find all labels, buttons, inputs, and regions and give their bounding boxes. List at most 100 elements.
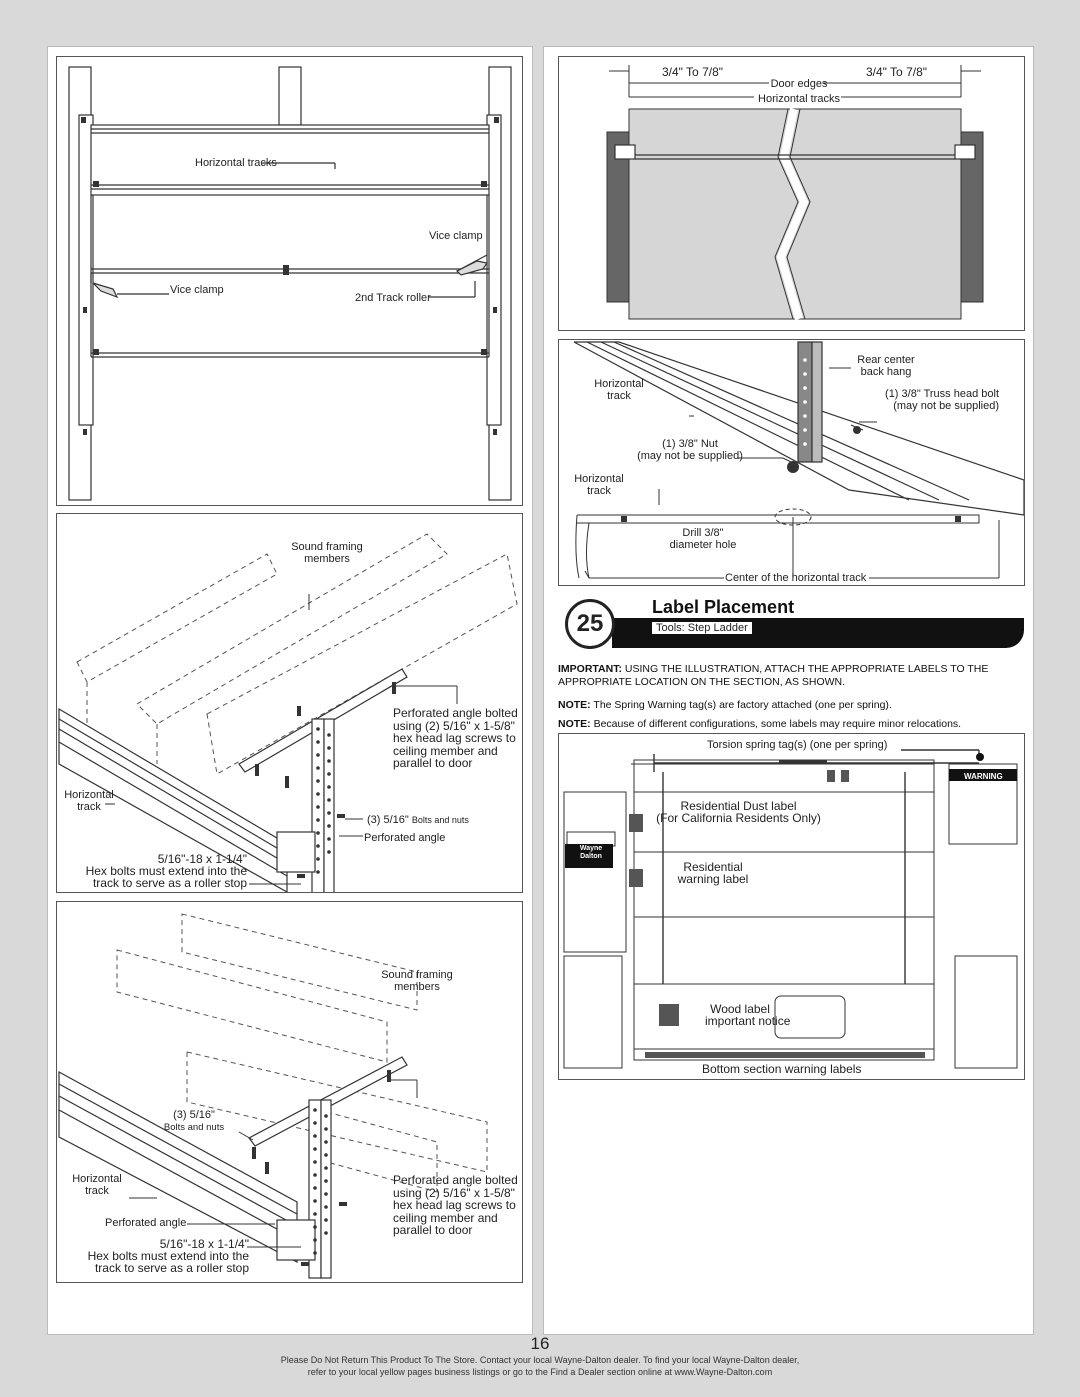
- nut-line1: (1) 3/8" Nut: [662, 438, 718, 450]
- logo-line1: Wayne: [579, 845, 603, 852]
- step-number: 25: [565, 599, 615, 649]
- resw-line1: Residential: [683, 860, 743, 874]
- step-title: Label Placement: [652, 597, 795, 617]
- truss-line2: (may not be supplied): [893, 400, 999, 412]
- horizontal-text: Horizontal: [64, 789, 114, 801]
- label-left-dim: 3/4" To 7/8": [662, 65, 724, 79]
- nut-line2: (may not be supplied): [637, 450, 743, 462]
- label-bolts-nuts-1: (3) 5/16" Bolts and nuts: [367, 814, 469, 826]
- label-truss-bolt: (1) 3/8" Truss head bolt(may not be supp…: [869, 388, 999, 412]
- line5: parallel to door: [393, 1223, 473, 1237]
- line4: ceiling member and: [393, 1210, 498, 1225]
- members-text: members: [394, 981, 440, 993]
- line3: hex head lag screws to: [393, 731, 516, 745]
- door-edges-drawing: [606, 65, 984, 321]
- hex-line1: 5/16"-18 x 1-1/4": [157, 852, 247, 866]
- line3: hex head lag screws to: [393, 1198, 516, 1212]
- note-relocations: NOTE: Because of different configuration…: [558, 718, 1028, 731]
- label-bottom-warnings: Bottom section warning labels: [699, 1063, 865, 1075]
- hex-line2: Hex bolts must extend into the: [87, 1249, 249, 1263]
- important-label: IMPORTANT:: [558, 663, 622, 675]
- bolts-suffix: Bolts and nuts: [411, 815, 469, 825]
- label-hex-bolts-2: 5/16"-18 x 1-1/4" Hex bolts must extend …: [67, 1238, 249, 1274]
- wood-line1: Wood label: [710, 1002, 770, 1016]
- label-torsion-tags: Torsion spring tag(s) (one per spring): [707, 739, 888, 751]
- label-perforated-bolted-2: Perforated angle bolted using (2) 5/16" …: [393, 1174, 518, 1237]
- ht-line2: track: [607, 390, 631, 402]
- label-perforated-angle-2: Perforated angle: [105, 1217, 187, 1229]
- label-res-dust: Residential Dust label(For California Re…: [651, 800, 826, 824]
- track-text: track: [77, 801, 101, 813]
- label-perforated-bolted-1: Perforated angle bolted using (2) 5/16" …: [393, 707, 518, 770]
- rear-line2: back hang: [860, 366, 912, 378]
- hex-line2: Hex bolts must extend into the: [85, 864, 247, 878]
- label-bolts-nuts-2: (3) 5/16"Bolts and nuts: [149, 1109, 239, 1134]
- important-paragraph: IMPORTANT: USING THE ILLUSTRATION, ATTAC…: [558, 663, 1028, 689]
- line4: ceiling member and: [393, 743, 498, 758]
- bolts-line2: Bolts and nuts: [163, 1122, 225, 1133]
- track-text: track: [85, 1185, 109, 1197]
- dust-line2: (For California Residents Only): [656, 811, 821, 825]
- figure-horizontal-tracks: Horizontal tracks Vice clamp Vice clamp …: [56, 56, 523, 506]
- footer-line2: refer to your local yellow pages busines…: [307, 1367, 773, 1377]
- hex-line3: track to serve as a roller stop: [92, 876, 247, 890]
- label-hex-bolts-1: 5/16"-18 x 1-1/4" Hex bolts must extend …: [67, 853, 247, 889]
- label-nut: (1) 3/8" Nut(may not be supplied): [635, 438, 745, 462]
- hex-line1: 5/16"-18 x 1-1/4": [159, 1237, 249, 1251]
- warning-tag: WARNING: [964, 772, 1003, 781]
- htb-line2: track: [587, 485, 611, 497]
- back-hang-drawing: [573, 341, 1024, 579]
- sound-framing-text: Sound framing: [291, 541, 363, 553]
- page-number: 16: [530, 1334, 550, 1353]
- label-perforated-angle-1: Perforated angle: [364, 832, 446, 844]
- angle-drawing-2: [58, 913, 488, 1279]
- label-placement-drawing: [563, 749, 1018, 1069]
- line5: parallel to door: [393, 756, 473, 770]
- label-vice-clamp-right: Vice clamp: [429, 230, 483, 242]
- line2: using (2) 5/16" x 1-5/8": [393, 718, 515, 733]
- htb-line1: Horizontal: [574, 473, 624, 485]
- ht-line1: Horizontal: [594, 378, 644, 390]
- drill-line1: Drill 3/8": [682, 527, 724, 539]
- tracks-drawing: [68, 66, 512, 501]
- horizontal-text: Horizontal: [72, 1173, 122, 1185]
- members-text: members: [304, 553, 350, 565]
- step-tools: Tools: Step Ladder: [652, 622, 752, 634]
- hex-line3: track to serve as a roller stop: [94, 1261, 249, 1275]
- wood-line2: important notice: [705, 1014, 791, 1028]
- figure-door-edges: 3/4" To 7/8" 3/4" To 7/8" Door edges Hor…: [558, 56, 1025, 331]
- footer-line1: Please Do Not Return This Product To The…: [280, 1355, 800, 1365]
- rear-line1: Rear center: [857, 354, 915, 366]
- bolts-line1: (3) 5/16": [173, 1109, 215, 1121]
- dust-line1: Residential Dust label: [680, 799, 797, 813]
- sound-framing-text: Sound framing: [381, 969, 453, 981]
- label-vice-clamp-left: Vice clamp: [170, 284, 224, 296]
- label-door-edges: Door edges: [770, 78, 828, 90]
- label-right-dim: 3/4" To 7/8": [866, 65, 928, 79]
- figure-label-placement: Torsion spring tag(s) (one per spring) W…: [558, 733, 1025, 1080]
- label-horizontal-tracks: Horizontal tracks: [195, 157, 277, 169]
- footer: Please Do Not Return This Product To The…: [0, 1354, 1080, 1378]
- note2-text: Because of different configurations, som…: [593, 718, 962, 730]
- line1: Perforated angle bolted: [393, 706, 518, 720]
- truss-line1: (1) 3/8" Truss head bolt: [885, 388, 999, 400]
- note1-text: The Spring Warning tag(s) are factory at…: [593, 699, 892, 711]
- logo-line2: Dalton: [580, 853, 602, 860]
- line2: using (2) 5/16" x 1-5/8": [393, 1185, 515, 1200]
- note2-label: NOTE:: [558, 718, 591, 730]
- label-center-track: Center of the horizontal track: [725, 572, 867, 584]
- drill-line2: diameter hole: [669, 539, 737, 551]
- angle-drawing-1: [58, 533, 518, 892]
- line1: Perforated angle bolted: [393, 1173, 518, 1187]
